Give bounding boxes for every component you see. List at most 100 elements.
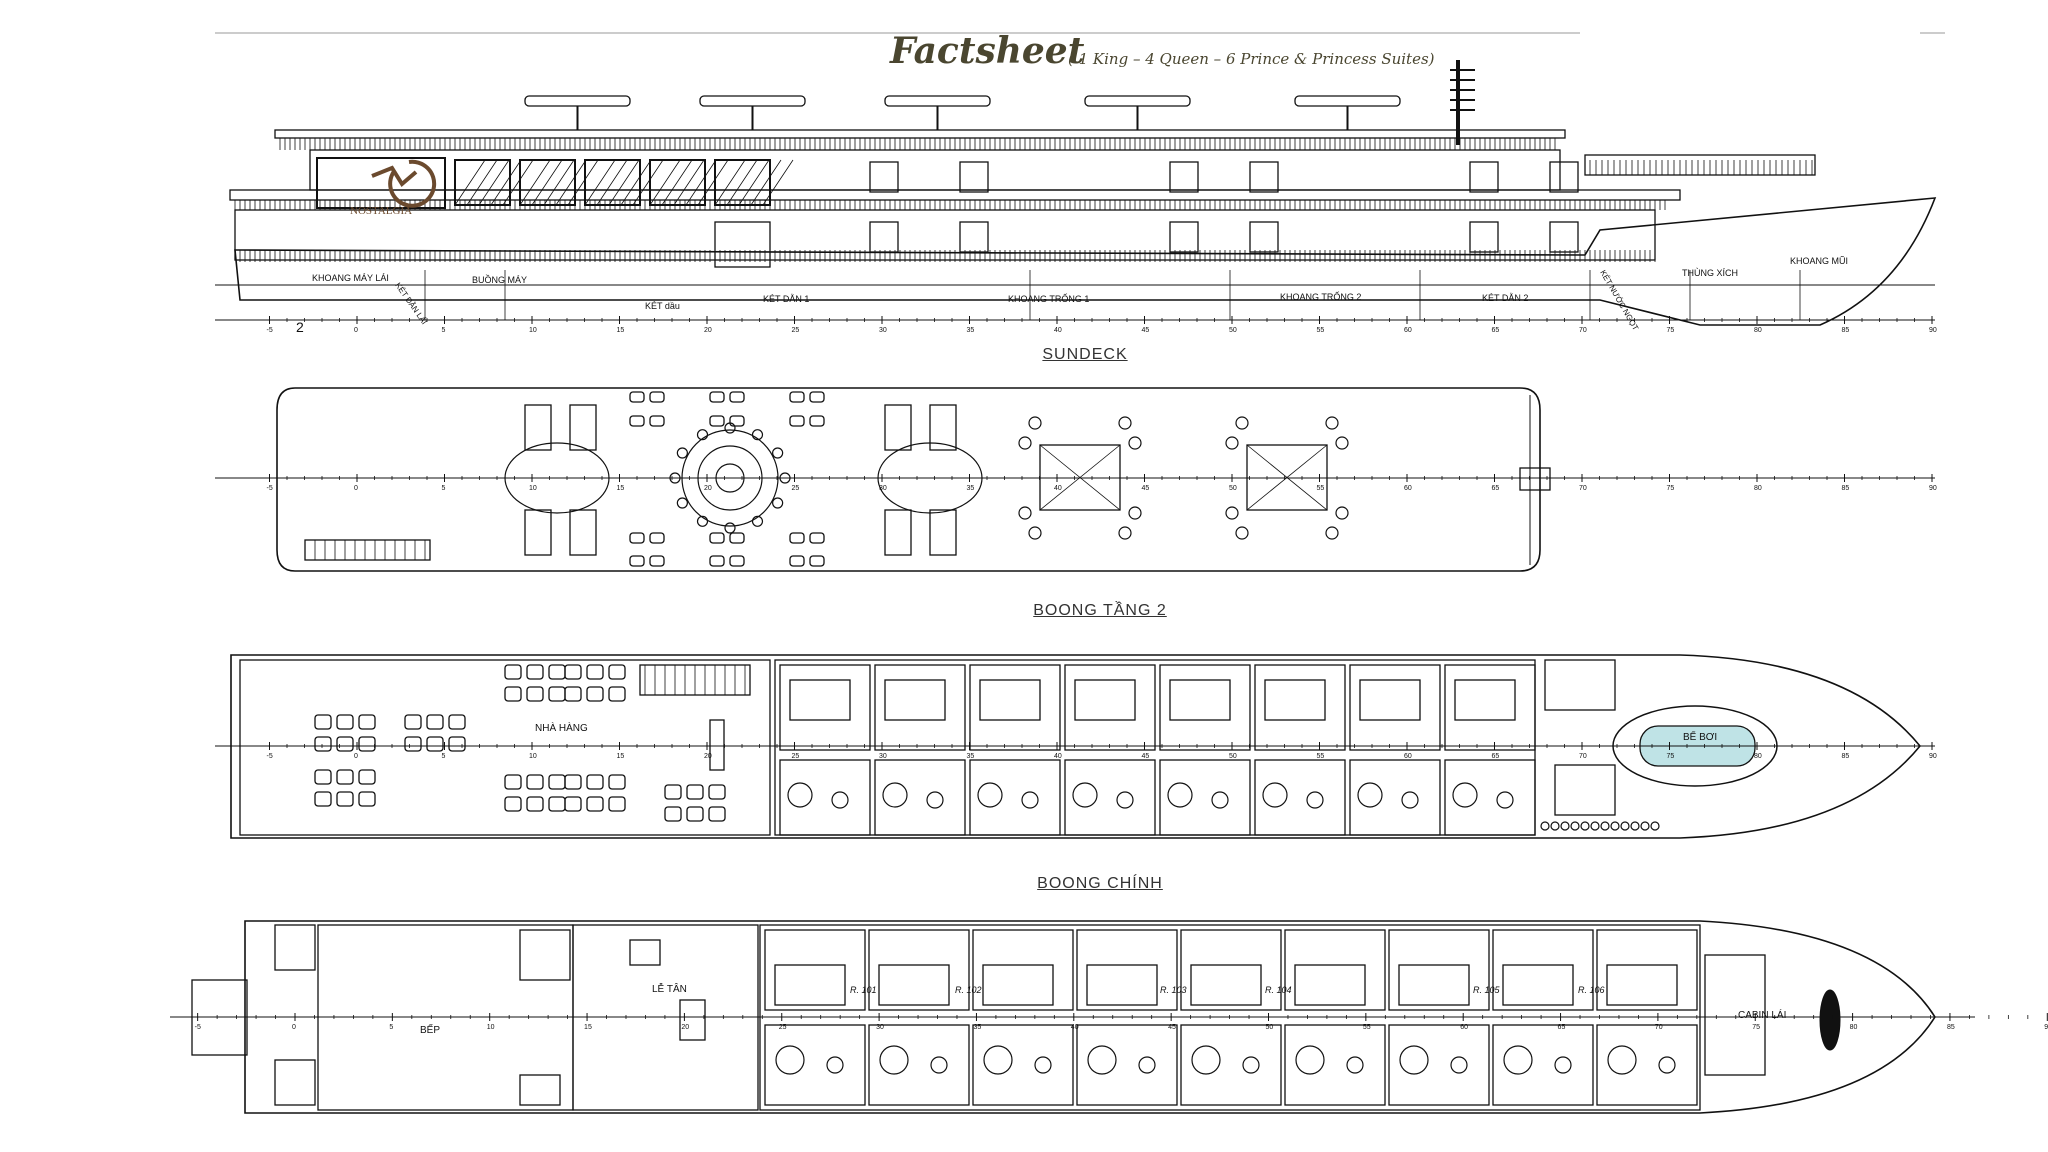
chair [608, 796, 626, 812]
section-title-main-deck: BOONG CHÍNH [1037, 875, 1163, 892]
axis-tick-label: 30 [879, 327, 887, 334]
axis-tick-label: 70 [1579, 485, 1587, 492]
axis-tick-label: 25 [792, 485, 800, 492]
chair [1325, 526, 1339, 540]
room-label-106: R. 106 [1578, 985, 1605, 995]
axis-tick-label: 25 [792, 753, 800, 760]
chair [649, 555, 665, 567]
axis-tick-label: 45 [1168, 1024, 1176, 1031]
chair [729, 532, 745, 544]
railing-post [1640, 821, 1650, 831]
sun-lounger [569, 509, 597, 556]
storage [274, 1059, 316, 1106]
chair [526, 686, 544, 702]
cabin-room [868, 929, 970, 1011]
bathtub [983, 1045, 1013, 1075]
chair [686, 806, 704, 822]
chair [751, 429, 764, 441]
nostalgia-logo: NOSTALGIA [350, 159, 437, 217]
axis-tick-label: 90 [2044, 1024, 2048, 1031]
chair [809, 391, 825, 403]
chair [789, 532, 805, 544]
chair [729, 391, 745, 403]
chair [629, 555, 645, 567]
bed [1606, 964, 1678, 1006]
railing-post [1610, 821, 1620, 831]
toilet [1496, 791, 1514, 809]
bathtub [1607, 1045, 1637, 1075]
bed [1169, 679, 1231, 721]
umbrella [1084, 95, 1191, 107]
chair [1335, 436, 1349, 450]
axis-tick-label: 90 [1929, 327, 1937, 334]
axis-tick-label: 15 [584, 1024, 592, 1031]
label-void-1: KHOANG TRỐNG 1 [1008, 293, 1089, 304]
axis-tick-label: 75 [1667, 327, 1675, 334]
hatch [555, 159, 587, 206]
axis-tick-label: 10 [529, 485, 537, 492]
chair [526, 774, 544, 790]
bed [1086, 964, 1158, 1006]
chair [649, 415, 665, 427]
chair [708, 806, 726, 822]
hatch [454, 159, 486, 206]
bathtub [1357, 782, 1383, 808]
toilet [1116, 791, 1134, 809]
chair [1118, 416, 1132, 430]
chair [1028, 526, 1042, 540]
axis-tick-label: 45 [1142, 327, 1150, 334]
railing-post [1560, 821, 1570, 831]
axis-tick-label: 15 [617, 327, 625, 334]
axis-tick-label: 60 [1404, 753, 1412, 760]
kitchen-unit [519, 1074, 561, 1106]
bed [1074, 679, 1136, 721]
label-ballast-2: KÉT DẰN 2 [1482, 293, 1528, 303]
axis-tick-label: 10 [487, 1024, 495, 1031]
cabin-door [869, 161, 899, 193]
axis-tick-label: -5 [267, 753, 273, 760]
cabin-room [1444, 664, 1536, 751]
upper-cabin-wall [309, 149, 1561, 191]
bathtub [882, 782, 908, 808]
label-ballast-1: KÉT DẰN 1 [763, 294, 809, 304]
axis-tick-label: 35 [967, 753, 975, 760]
axis-tick-label: 20 [704, 327, 712, 334]
chair [448, 714, 466, 730]
cabin-room [1159, 664, 1251, 751]
bathroom [1388, 1024, 1490, 1106]
label-pool: BỂ BƠI [1683, 730, 1717, 743]
section-title-deck2: BOONG TẦNG 2 [1033, 602, 1167, 619]
axis-tick-label: 70 [1579, 753, 1587, 760]
cabin-room [1492, 929, 1594, 1011]
hatch [608, 159, 640, 206]
cabin-door [1169, 161, 1199, 193]
loungers [1544, 659, 1616, 711]
axis-tick-label: 15 [617, 485, 625, 492]
toilet [1242, 1056, 1260, 1074]
reception-desk [679, 999, 706, 1041]
bathroom [1064, 759, 1156, 836]
sun-lounger [884, 404, 912, 451]
chair [1225, 436, 1239, 450]
bed [789, 679, 851, 721]
bathroom [969, 759, 1061, 836]
chair [1028, 416, 1042, 430]
chair [1325, 416, 1339, 430]
sundeck-outline [276, 387, 1541, 572]
cabin-door [1249, 221, 1279, 253]
bathroom [779, 759, 871, 836]
axis-tick-label: 35 [973, 1024, 981, 1031]
hatch [685, 159, 717, 206]
chair [1235, 526, 1249, 540]
sun-lounger [524, 404, 552, 451]
chair [664, 806, 682, 822]
bed [878, 964, 950, 1006]
hatch [661, 159, 693, 206]
chair [709, 532, 725, 544]
chair [336, 736, 354, 752]
chair [586, 796, 604, 812]
sun-lounger [569, 404, 597, 451]
sun-lounger [929, 509, 957, 556]
bathroom [1444, 759, 1536, 836]
